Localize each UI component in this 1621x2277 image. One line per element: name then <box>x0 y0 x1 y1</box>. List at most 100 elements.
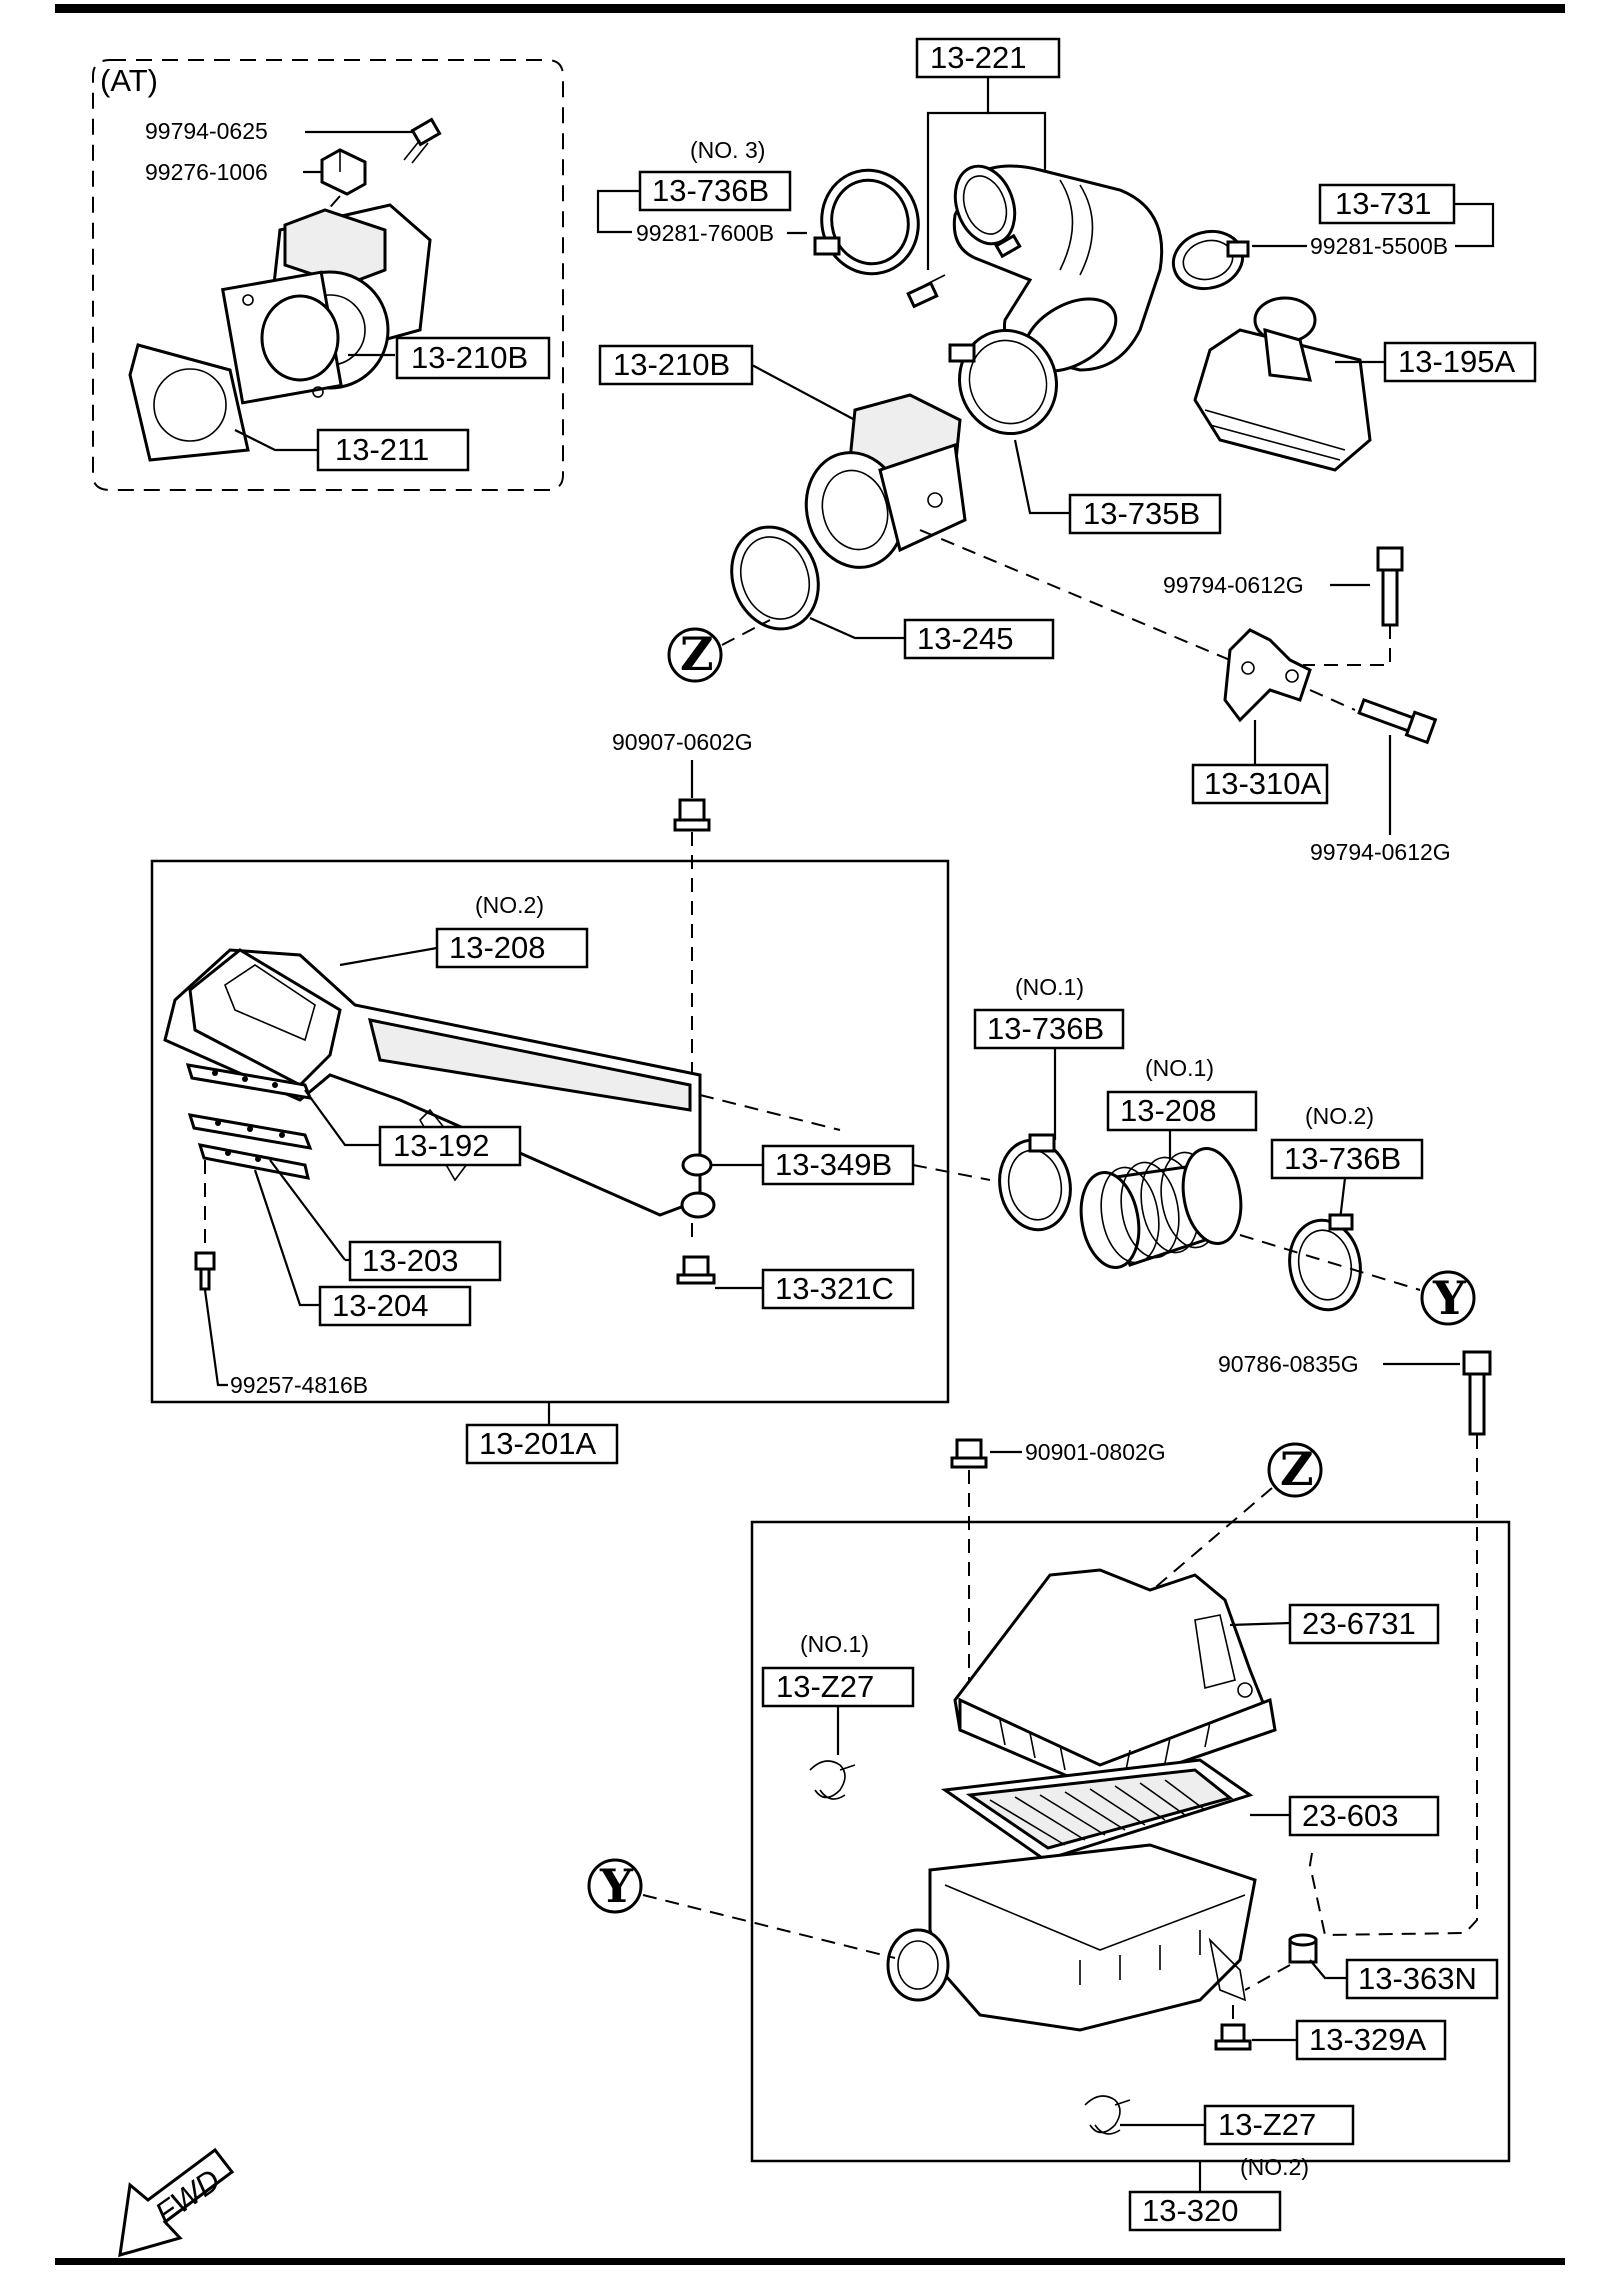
box-13-736B-no2 <box>1270 1138 1424 1180</box>
at-gasket <box>128 343 250 462</box>
frame-13-320 <box>750 1520 1511 2163</box>
leader-13-221-a <box>926 77 990 270</box>
at-sensor-part <box>320 148 367 196</box>
label-23-603: 23-603 <box>1302 1798 1399 1833</box>
label-no2-clip: (NO.2) <box>1240 2154 1309 2180</box>
at-throttle-body <box>220 203 432 405</box>
leader-13-204 <box>253 1169 320 1307</box>
box-13-208-hose <box>1106 1090 1258 1132</box>
air-duct-13-208-part <box>163 948 716 1219</box>
air-filter-element-part <box>940 1758 1254 1862</box>
at-211-leader <box>234 429 318 452</box>
at-210b-box <box>395 336 551 380</box>
label-13-310A: 13-310A <box>1204 766 1322 801</box>
label-99281-7600B: 99281-7600B <box>636 220 774 246</box>
label-13-736B-no2: 13-736B <box>1284 1141 1401 1176</box>
label-13-731: 13-731 <box>1335 186 1432 221</box>
box-13-363N <box>1345 1958 1499 2000</box>
bolt-top-part <box>1376 546 1404 627</box>
label-13-735B: 13-735B <box>1083 496 1200 531</box>
pin-part <box>906 274 946 309</box>
clamp-13-731-part <box>1171 229 1250 291</box>
label-13-736B-top: 13-736B <box>652 173 769 208</box>
box-23-6731 <box>1288 1603 1440 1645</box>
marker-y-top <box>1420 1270 1476 1326</box>
box-13-195A <box>1383 341 1537 383</box>
nut-13-321C-part <box>676 1255 716 1285</box>
label-13-204: 13-204 <box>332 1288 429 1323</box>
bracket-13-310A-part <box>1223 628 1312 723</box>
box-13-320 <box>1128 2190 1282 2232</box>
at-210b-label: 13-210B <box>411 340 528 375</box>
label-13-363N: 13-363N <box>1358 1961 1477 1996</box>
cleaner-case-part <box>886 1843 1257 2032</box>
maf-bracket-dash <box>919 529 1231 661</box>
plate-13-203-part <box>187 1113 313 1150</box>
nut-90907-part <box>673 798 711 832</box>
box-13-204 <box>318 1285 472 1327</box>
label-99281-5500B: 99281-5500B <box>1310 233 1448 259</box>
ring-13-245-part <box>730 525 820 631</box>
marker-z-top <box>667 627 723 683</box>
at-bolt-label: 99794-0625 <box>145 118 268 144</box>
bracket-13-736B <box>596 189 640 234</box>
resonator-13-195A-part <box>1193 296 1372 472</box>
label-13-Z27-no2: 13-Z27 <box>1218 2107 1316 2142</box>
at-sensor-dash <box>309 195 341 231</box>
leader-13-245 <box>809 616 905 640</box>
at-sensor-label: 99276-1006 <box>145 159 268 185</box>
label-90901-0802G: 90901-0802G <box>1025 1439 1166 1465</box>
label-13-736B-no1: 13-736B <box>987 1011 1104 1046</box>
box-13-192 <box>378 1125 522 1167</box>
box-13-329A <box>1295 2019 1447 2061</box>
clamp-no3-part <box>813 168 920 276</box>
maf-sensor-part <box>804 393 967 569</box>
label-99794-0612G-top: 99794-0612G <box>1163 572 1304 598</box>
label-90786-0835G: 90786-0835G <box>1218 1351 1359 1377</box>
marker-z-bottom-text: Z <box>1280 1442 1314 1496</box>
z-bottom-dash <box>1149 1487 1273 1593</box>
z-top-dash <box>721 619 771 646</box>
leader-13-735B <box>1013 439 1070 515</box>
leader-13-221-b <box>988 111 1047 175</box>
label-13-192: 13-192 <box>393 1128 490 1163</box>
marker-y-top-text: Y <box>1432 1271 1467 1325</box>
at-211-label: 13-211 <box>335 432 429 467</box>
box-13-349B <box>761 1144 915 1186</box>
nut-13-329A-part <box>1214 2023 1252 2051</box>
label-13-320: 13-320 <box>1142 2193 1239 2228</box>
leader-13-363N <box>1309 1959 1347 1980</box>
label-13-210B: 13-210B <box>613 347 730 382</box>
clip-no1-part <box>809 1760 856 1800</box>
box-13-735B <box>1068 493 1222 535</box>
label-99794-0612G-bottom: 99794-0612G <box>1310 839 1451 865</box>
fwd-arrow-icon <box>118 2147 235 2258</box>
leader-23-6731 <box>1229 1621 1291 1627</box>
mount-13-363N-part <box>1288 1933 1318 1964</box>
leader-13-210B <box>751 364 856 421</box>
screw-99257-part <box>194 1251 216 1291</box>
label-13-208-hose: 13-208 <box>1120 1093 1217 1128</box>
duct-hose-dash <box>699 1094 841 1131</box>
bolt-bottom-part <box>1357 697 1438 745</box>
plate-13-192-part <box>185 1063 313 1100</box>
label-13-349B: 13-349B <box>775 1147 892 1182</box>
hose-y-dash <box>1239 1234 1421 1291</box>
label-13-208-duct: 13-208 <box>449 930 546 965</box>
label-13-203: 13-203 <box>362 1243 459 1278</box>
bellows-hose-part <box>1079 1146 1243 1270</box>
label-no1-clamp: (NO.1) <box>1015 974 1084 1000</box>
hose-13-221-part <box>952 164 1164 373</box>
at-group-frame <box>92 59 564 491</box>
leader-13-736B-no2 <box>1338 1177 1347 1221</box>
label-13-321C: 13-321C <box>775 1271 894 1306</box>
label-no3: (NO. 3) <box>690 137 765 163</box>
label-no2-duct: (NO.2) <box>475 892 544 918</box>
at-group-title: (AT) <box>100 63 158 98</box>
grommet-13-349B-part <box>681 1153 713 1177</box>
leader-13-192 <box>304 1089 380 1147</box>
box-13-736B-no1 <box>973 1008 1125 1050</box>
label-13-201A: 13-201A <box>479 1426 597 1461</box>
